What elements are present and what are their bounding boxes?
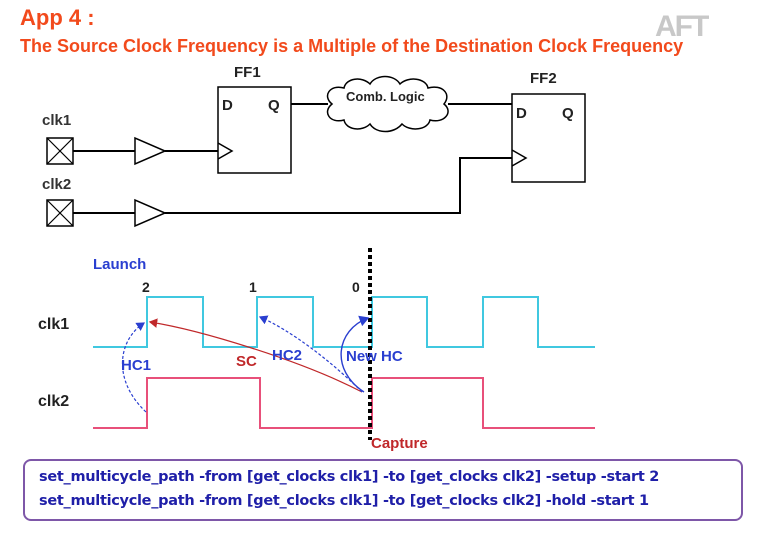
company-logo: AFT [655, 10, 709, 43]
hc1-label: HC1 [121, 357, 151, 374]
newhc-arrow [340, 315, 370, 393]
ff1-block [217, 86, 292, 174]
comb-logic-label: Comb. Logic [346, 89, 425, 104]
ff2-q-pin: Q [562, 105, 574, 122]
clk1-port-label: clk1 [42, 112, 71, 129]
clk1-buffer [134, 136, 167, 166]
slide-subtitle: The Source Clock Frequency is a Multiple… [20, 36, 684, 56]
launch-label: Launch [93, 256, 146, 273]
hold-command: set_multicycle_path -from [get_clocks cl… [39, 493, 649, 509]
command-box: set_multicycle_path -from [get_clocks cl… [23, 459, 743, 521]
capture-label: Capture [371, 435, 428, 452]
hc2-label: HC2 [272, 347, 302, 364]
sc-label: SC [236, 353, 257, 370]
edge-number-1: 1 [249, 279, 257, 295]
clk2-port-label: clk2 [42, 176, 71, 193]
ff2-d-pin: D [516, 105, 527, 122]
comb-logic-cloud [326, 75, 449, 133]
clk2-buffer [134, 198, 167, 228]
clk2-port [46, 199, 74, 227]
ff1-q-pin: Q [268, 97, 280, 114]
ff2-block [511, 93, 586, 183]
sc-arrow [148, 318, 363, 393]
setup-command: set_multicycle_path -from [get_clocks cl… [39, 469, 659, 485]
ff1-d-pin: D [222, 97, 233, 114]
clk2-wave-label: clk2 [38, 393, 69, 410]
newhc-label: New HC [346, 348, 403, 365]
clk2-waveform [93, 377, 595, 429]
clk1-wave-label: clk1 [38, 316, 69, 333]
edge-number-0: 0 [352, 279, 360, 295]
clk1-port [46, 137, 74, 165]
edge-number-2: 2 [142, 279, 150, 295]
ff1-label: FF1 [234, 64, 261, 81]
slide-title: App 4 : [20, 5, 95, 30]
ff2-label: FF2 [530, 70, 557, 87]
hc1-arrow [121, 322, 147, 413]
